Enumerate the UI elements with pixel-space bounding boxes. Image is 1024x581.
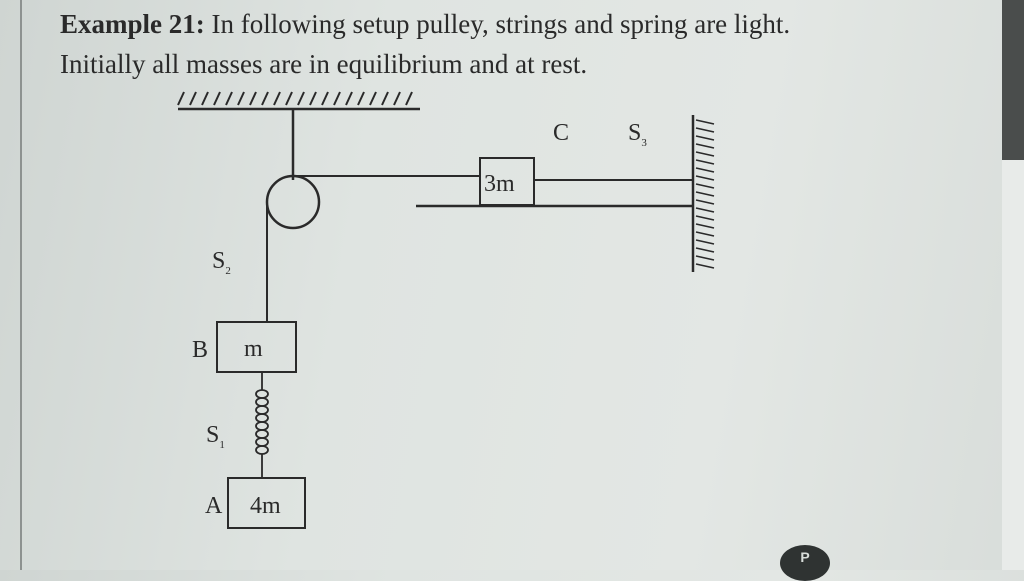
corner-badge-icon: P xyxy=(780,545,830,581)
page-edge-light xyxy=(1002,160,1024,570)
block-c-label: 3m xyxy=(484,171,515,197)
corner-badge-text: P xyxy=(800,549,810,565)
page-edge-shadow xyxy=(1002,0,1024,160)
spring-s3-label: S3 xyxy=(628,120,647,149)
pulley xyxy=(265,174,321,230)
spring-s1-label: S1 xyxy=(206,422,225,451)
block-b xyxy=(216,321,297,373)
example-statement: In following setup pulley, strings and s… xyxy=(60,9,791,79)
block-a-label: 4m xyxy=(250,493,281,519)
point-c-label: C xyxy=(553,120,569,146)
example-title: Example 21: xyxy=(60,9,205,39)
right-wall xyxy=(691,115,715,272)
problem-statement: Example 21: In following setup pulley, s… xyxy=(60,4,830,84)
string-s2-label: S2 xyxy=(212,248,231,277)
block-b-label: m xyxy=(244,336,263,362)
ceiling-support xyxy=(177,91,420,111)
point-a-label: A xyxy=(205,493,223,519)
spring-s1 xyxy=(255,372,269,478)
point-b-label: B xyxy=(192,337,208,363)
page-margin-line xyxy=(20,0,22,570)
block-a xyxy=(227,477,306,529)
block-c xyxy=(479,157,535,206)
